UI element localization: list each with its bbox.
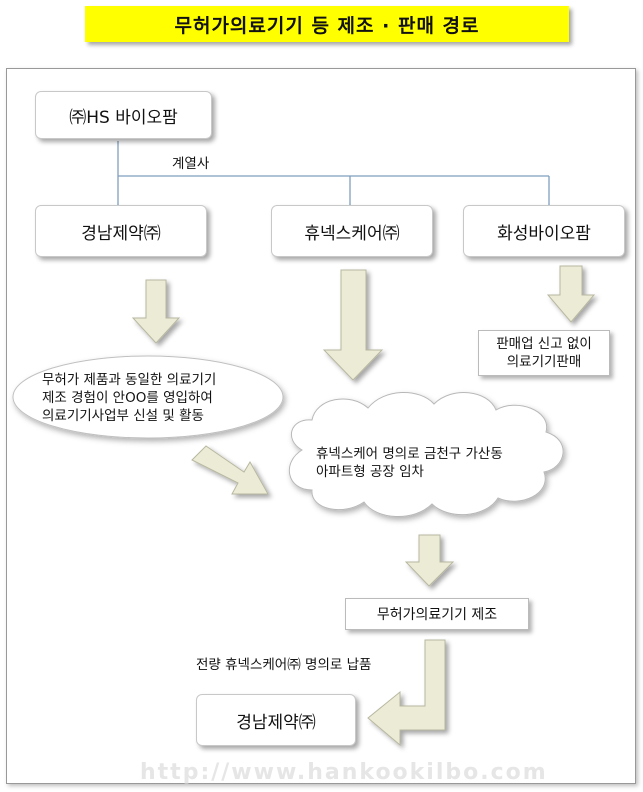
ellipse-text: 무허가 제품과 동일한 의료기기 제조 경험이 안OO를 영입하여 의료기기사업… — [42, 371, 272, 425]
hunex-care-box: 휴넥스케어㈜ — [271, 205, 433, 257]
cloud-text-line-1: 휴넥스케어 명의로 금천구 가산동 — [316, 446, 503, 462]
hwasung-biopharm-box: 화성바이오팜 — [463, 205, 625, 257]
cloud-text: 휴넥스케어 명의로 금천구 가산동 아파트형 공장 임차 — [316, 445, 546, 481]
arrow-down-to-manufacture — [404, 534, 455, 587]
ellipse-text-line-1: 무허가 제품과 동일한 의료기기 — [42, 372, 217, 388]
arrow-down-kyungnam — [131, 279, 181, 344]
ellipse-text-line-3: 의료기기사업부 신설 및 활동 — [42, 408, 204, 424]
arrow-down-left-to-kyungnam — [367, 639, 446, 747]
ellipse-text-line-2: 제조 경험이 안OO를 영입하여 — [42, 390, 213, 406]
sale-note-box: 판매업 신고 없이 의료기기판매 — [478, 330, 610, 376]
arrow-diagonal-to-cloud — [191, 445, 269, 495]
sale-note-line-1: 판매업 신고 없이 — [496, 336, 592, 352]
diagram-title: 무허가의료기기 등 제조 · 판매 경로 — [85, 6, 569, 42]
arrow-down-hunex — [322, 269, 384, 381]
watermark-text: http://www.hankookilbo.com — [140, 760, 548, 785]
cloud-shape — [288, 392, 564, 517]
kyungnam-pharm-box-top: 경남제약㈜ — [35, 205, 207, 257]
manufacture-box: 무허가의료기기 제조 — [345, 598, 529, 630]
sale-note-line-2: 의료기기판매 — [506, 354, 582, 370]
ellipse-shape — [12, 355, 284, 439]
affiliate-label: 계열사 — [172, 156, 210, 172]
arrow-down-hwasung — [546, 265, 596, 323]
kyungnam-pharm-box-bottom: 경남제약㈜ — [196, 694, 356, 746]
cloud-text-line-2: 아파트형 공장 임차 — [316, 464, 424, 480]
hs-biopharm-box: ㈜HS 바이오팜 — [35, 91, 212, 139]
affiliate-connector-lines — [117, 141, 550, 205]
delivery-label: 전량 휴넥스케어㈜ 명의로 납품 — [196, 657, 372, 673]
